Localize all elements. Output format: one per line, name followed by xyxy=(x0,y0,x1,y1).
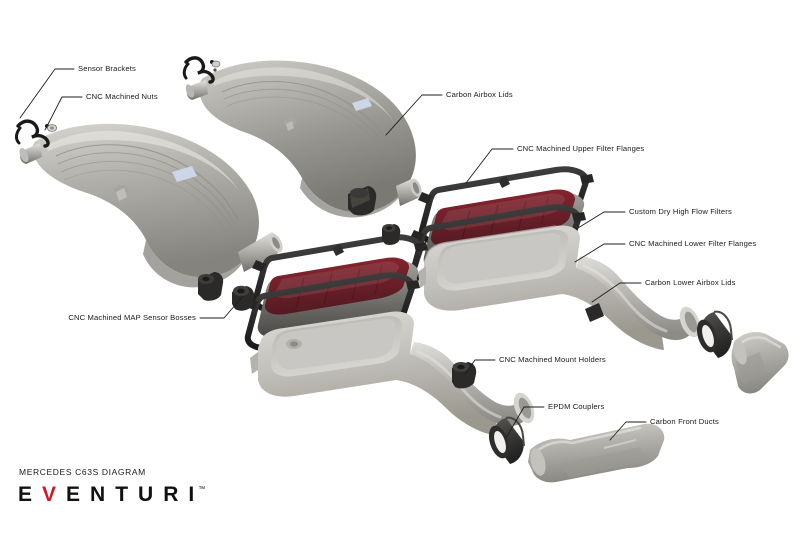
label-carbon-lower-airbox-lids: Carbon Lower Airbox Lids xyxy=(645,278,736,287)
wordmark-letter-e-0: E xyxy=(18,483,33,506)
leader-cnc-machined-lower-filter-flanges xyxy=(574,243,626,263)
wordmark-letter-u-5: U xyxy=(138,483,154,506)
label-epdm-couplers: EPDM Couplers xyxy=(548,402,605,411)
label-sensor-brackets: Sensor Brackets xyxy=(78,64,136,73)
label-cnc-machined-map-sensor-bosses: CNC Machined MAP Sensor Bosses xyxy=(68,313,196,322)
airbox-lid-front-sticker xyxy=(172,166,197,182)
label-cnc-machined-mount-holders: CNC Machined Mount Holders xyxy=(499,355,606,364)
airbox-lid-rear-outlet xyxy=(396,178,422,206)
part-coupler-right xyxy=(696,310,733,358)
wordmark-letter-n-3: N xyxy=(90,483,106,506)
label-cnc-machined-nuts: CNC Machined Nuts xyxy=(86,92,158,101)
label-custom-dry-high-flow-filters: Custom Dry High Flow Filters xyxy=(629,207,732,216)
part-mount-holder-1 xyxy=(348,186,377,216)
wordmark-letter-e-2: E xyxy=(66,483,81,506)
leader-cnc-machined-nuts xyxy=(44,96,83,131)
part-map-sensor-boss-2 xyxy=(232,285,255,311)
part-cnc-nut-2 xyxy=(47,124,58,132)
label-cnc-machined-upper-filter-flanges: CNC Machined Upper Filter Flanges xyxy=(517,144,645,153)
leader-lines xyxy=(19,68,647,441)
part-lower-airbox-right xyxy=(418,225,701,350)
airbox-lid-rear-sticker xyxy=(352,98,372,111)
wordmark-letter-i-7: I xyxy=(188,483,195,506)
part-sensor-bracket-1 xyxy=(182,56,217,84)
part-airbox-lid-front xyxy=(19,123,283,288)
leader-carbon-airbox-lids xyxy=(385,94,443,136)
part-coupler-left xyxy=(488,416,525,464)
leader-carbon-front-ducts xyxy=(609,421,647,441)
part-mount-holder-3 xyxy=(452,362,477,389)
wordmark-letter-t-4: T xyxy=(115,483,129,506)
label-cnc-machined-lower-filter-flanges: CNC Machined Lower Filter Flanges xyxy=(629,239,757,248)
leader-carbon-lower-airbox-lids xyxy=(591,282,642,303)
mount-holder-inset-right xyxy=(585,303,604,322)
part-lower-airbox-left xyxy=(250,311,535,436)
leader-custom-dry-high-flow-filters xyxy=(577,211,626,229)
part-map-sensor-boss-1 xyxy=(198,272,224,301)
airbox-lid-front-outlet xyxy=(238,232,283,272)
airbox-lid-rear-inlet xyxy=(185,80,208,100)
leader-sensor-brackets xyxy=(19,68,75,119)
wordmark-letter-v-1: V xyxy=(42,483,57,506)
wordmark-letter-r-6: R xyxy=(163,483,179,506)
airbox-lid-front-inlet xyxy=(19,143,42,164)
leader-epdm-couplers xyxy=(505,406,545,439)
label-carbon-front-ducts: Carbon Front Ducts xyxy=(650,417,719,426)
part-airbox-lid-rear xyxy=(185,60,422,218)
leader-cnc-machined-mount-holders xyxy=(464,359,496,375)
diagram-title: MERCEDES C63S DIAGRAM xyxy=(19,467,146,477)
part-cnc-nut-1 xyxy=(211,60,221,68)
leader-cnc-machined-upper-filter-flanges xyxy=(465,148,514,184)
part-mount-holder-2 xyxy=(382,224,401,245)
label-carbon-airbox-lids: Carbon Airbox Lids xyxy=(446,90,513,99)
part-front-duct-right xyxy=(731,332,789,394)
trademark-symbol: ™ xyxy=(198,486,206,493)
part-front-duct-left xyxy=(528,423,665,483)
leader-cnc-machined-map-sensor-bosses xyxy=(199,295,244,319)
